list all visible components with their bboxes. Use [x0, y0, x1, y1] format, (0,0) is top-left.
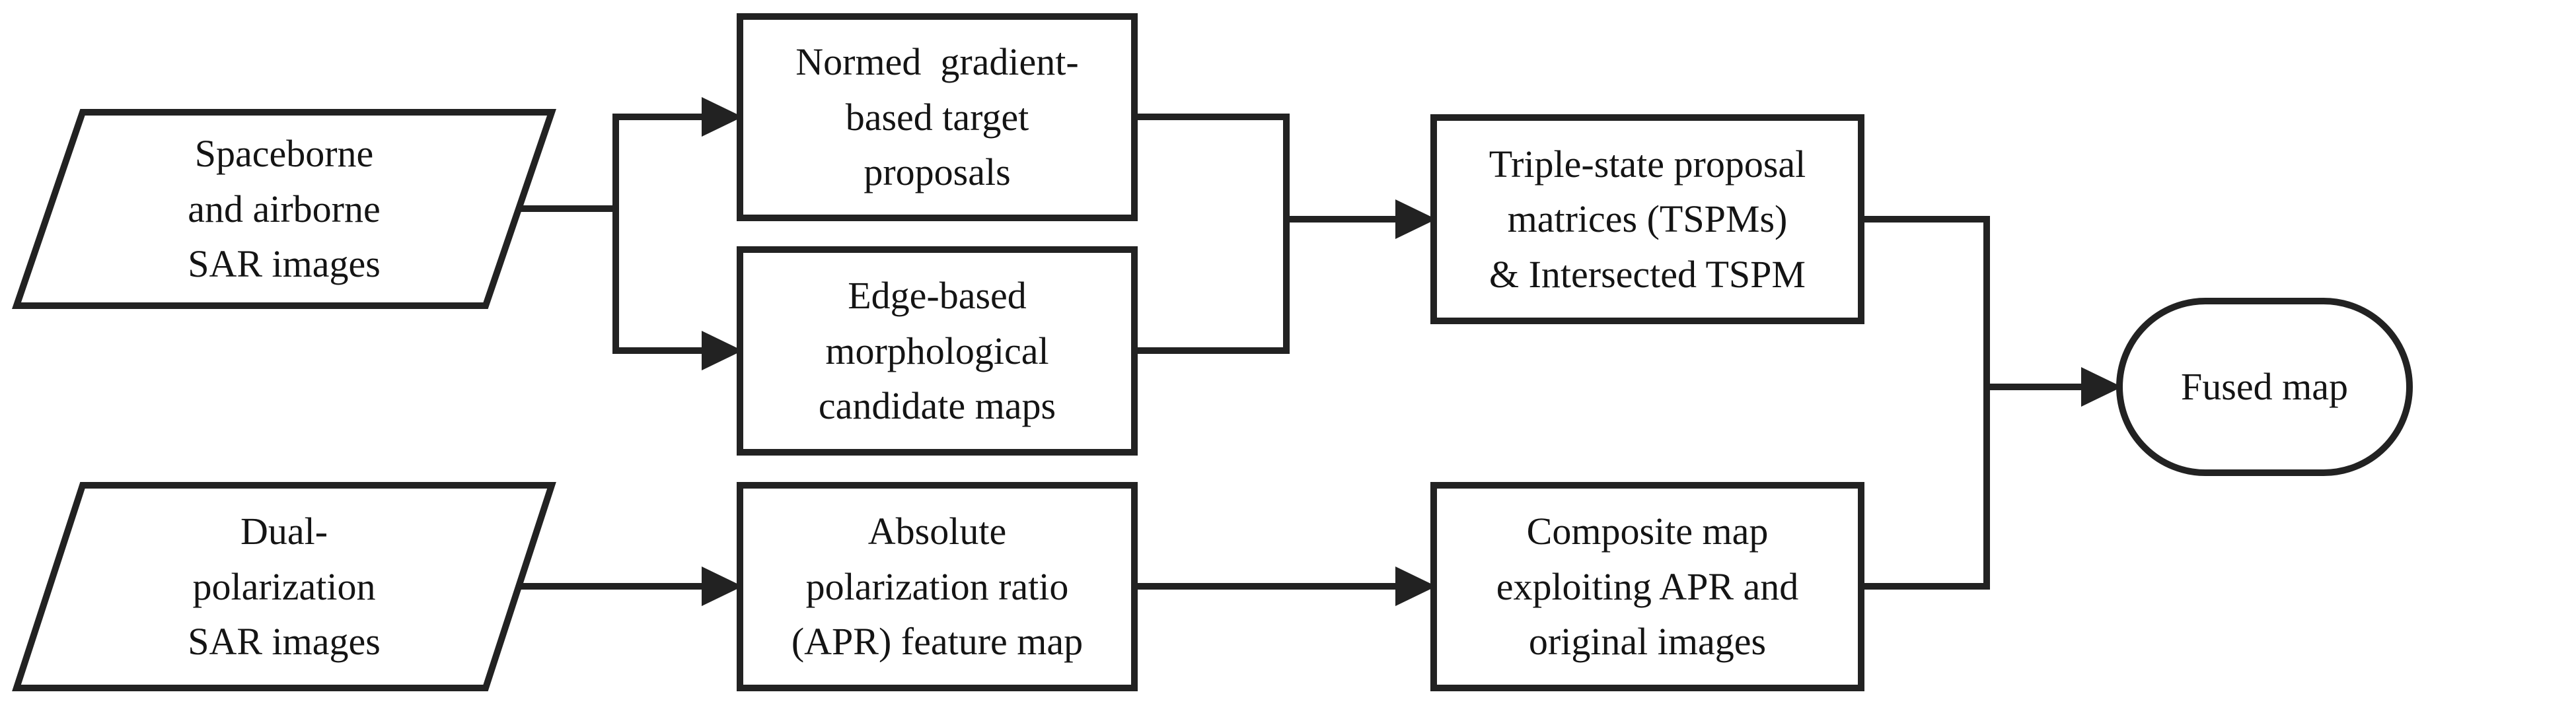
node-tspm-matrices-shape [1430, 114, 1864, 324]
arrowhead-into-composite [1395, 566, 1436, 606]
arrowhead-into-apr [702, 566, 743, 606]
node-apr-feature-map-shape [737, 482, 1138, 691]
arrowhead-into-tspm [1395, 199, 1436, 239]
node-composite-map-shape [1430, 482, 1864, 691]
node-spaceborne-airborne-input-shape [12, 109, 556, 309]
node-fused-map-shape [2116, 298, 2413, 476]
node-edge-morphological-maps-shape [737, 246, 1138, 456]
arrowhead-into-edge-based [702, 331, 743, 370]
node-normed-gradient-proposals-shape [737, 13, 1138, 221]
arrowhead-into-normed-gradient [702, 97, 743, 137]
arrowhead-into-fused [2081, 367, 2122, 407]
node-dual-polarization-input-shape [12, 482, 556, 691]
